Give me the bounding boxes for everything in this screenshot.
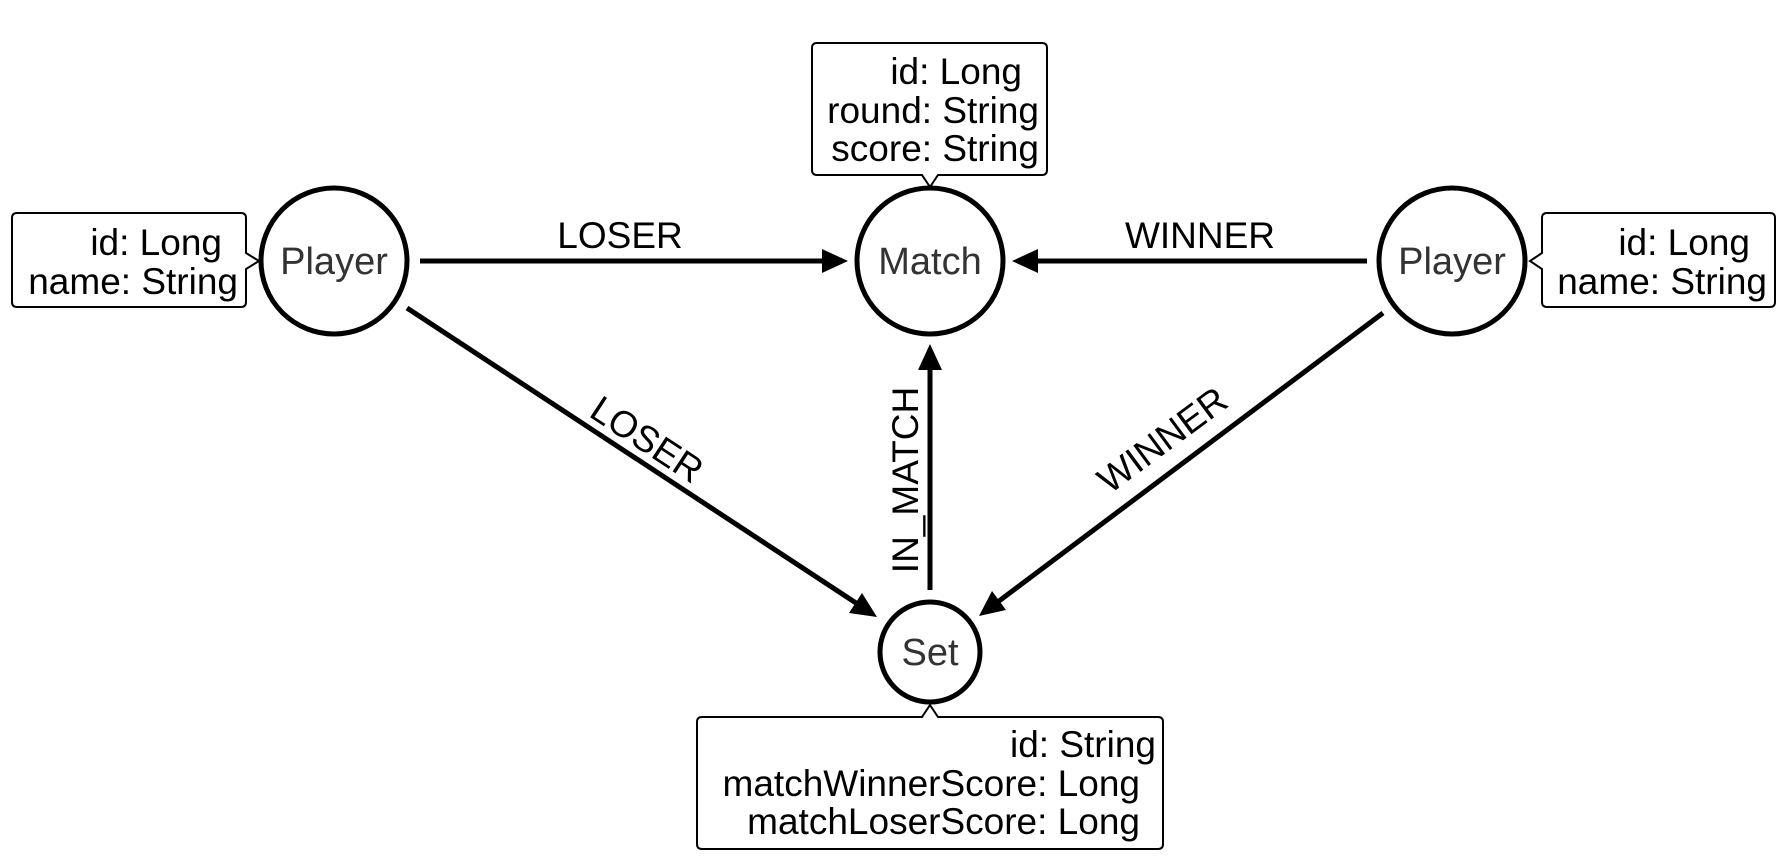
- rel-winner-set-line: [997, 311, 1385, 603]
- rel-in-match-label: IN_MATCH: [885, 387, 926, 573]
- node-player-right-circle: [1376, 185, 1528, 337]
- props-set-line-2: matchWinnerScore: Long: [723, 763, 1140, 804]
- rel-loser-set[interactable]: LOSER: [405, 305, 877, 617]
- node-match[interactable]: Match: [854, 185, 1006, 337]
- node-set-label: Set: [901, 632, 958, 674]
- rel-loser-set-label: LOSER: [583, 388, 710, 491]
- rel-winner-set-arrowhead: [979, 591, 1006, 616]
- rel-winner-match-label: WINNER: [1125, 215, 1275, 256]
- props-match-line-3: score: String: [831, 128, 1039, 169]
- props-player-right: id: Long name: String: [1528, 212, 1776, 308]
- rel-winner-match[interactable]: WINNER: [1012, 215, 1367, 273]
- props-player-left-line-1: id: Long: [90, 222, 222, 263]
- props-match-line-2: round: String: [827, 90, 1039, 131]
- node-player-left[interactable]: Player: [258, 185, 410, 337]
- props-player-left-line-2: name: String: [28, 261, 238, 302]
- node-set-circle: [877, 599, 983, 705]
- node-player-left-circle: [258, 185, 410, 337]
- props-player-left: id: Long name: String: [11, 212, 261, 308]
- props-player-right-box: [1528, 212, 1776, 308]
- node-player-right-label: Player: [1398, 241, 1506, 283]
- node-set[interactable]: Set: [877, 599, 983, 705]
- props-player-right-line-1: id: Long: [1618, 222, 1750, 263]
- node-match-label: Match: [878, 241, 981, 283]
- rel-winner-match-arrowhead: [1012, 249, 1038, 273]
- props-player-right-line-2: name: String: [1557, 261, 1767, 302]
- rel-loser-match[interactable]: LOSER: [420, 215, 848, 273]
- props-match: id: Long round: String score: String: [811, 42, 1048, 189]
- props-set-line-1: id: String: [1010, 724, 1156, 765]
- props-match-line-1: id: Long: [890, 51, 1022, 92]
- node-player-left-label: Player: [280, 241, 388, 283]
- rel-winner-set[interactable]: WINNER: [979, 311, 1385, 616]
- rel-loser-set-arrowhead: [849, 593, 877, 617]
- props-set-line-3: matchLoserScore: Long: [747, 801, 1140, 842]
- props-set-box: [696, 703, 1164, 850]
- props-set: id: String matchWinnerScore: Long matchL…: [696, 703, 1164, 850]
- props-player-left-box: [11, 212, 261, 308]
- props-match-box: [811, 42, 1048, 189]
- rel-loser-match-arrowhead: [822, 249, 848, 273]
- rel-in-match[interactable]: IN_MATCH: [885, 344, 942, 590]
- rel-in-match-arrowhead: [918, 344, 942, 370]
- rel-loser-set-line: [405, 305, 858, 606]
- node-player-right[interactable]: Player: [1376, 185, 1528, 337]
- rel-loser-match-label: LOSER: [557, 215, 682, 256]
